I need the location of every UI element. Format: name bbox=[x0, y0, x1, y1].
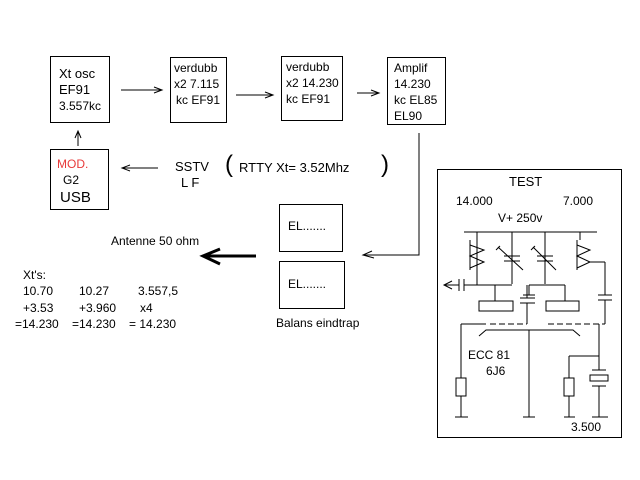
test-panel-title: TEST bbox=[509, 174, 543, 189]
test-schematic bbox=[442, 231, 612, 418]
arrow-amp-to-el bbox=[361, 133, 420, 259]
block-xtosc-line-1: Xt osc bbox=[59, 66, 96, 81]
label-rtty-open-paren: ( bbox=[225, 151, 233, 178]
crystal-cell: = 14.230 bbox=[129, 317, 177, 331]
label-rtty-close-paren: ) bbox=[381, 151, 389, 178]
test-panel-freq-right: 7.000 bbox=[563, 194, 594, 208]
crystal-cell: +3.53 bbox=[23, 301, 54, 315]
test-panel-tube-name: ECC 81 bbox=[468, 348, 511, 362]
block-doubler-2-line-1: verdubb bbox=[286, 60, 330, 74]
crystal-cell: +3.960 bbox=[79, 301, 117, 315]
block-modulator-line-2: G2 bbox=[63, 173, 80, 187]
arrow-sstv-to-mod bbox=[120, 164, 158, 172]
label-lf: L F bbox=[181, 175, 200, 190]
block-el-top-label: EL....... bbox=[288, 219, 327, 233]
crystal-cell: =14.230 bbox=[72, 317, 116, 331]
arrow-doubler2-to-amplifier bbox=[357, 89, 381, 97]
block-el-bottom: EL....... bbox=[279, 261, 345, 309]
block-doubler-2-line-2: x2 14.230 bbox=[286, 76, 339, 90]
arrow-doubler1-to-doubler2 bbox=[236, 91, 275, 99]
block-amplifier-line-4: EL90 bbox=[394, 109, 423, 123]
block-xtosc-line-2: EF91 bbox=[59, 82, 91, 97]
crystal-cell: 10.70 bbox=[23, 284, 54, 298]
crystal-cell: =14.230 bbox=[15, 317, 59, 331]
block-el-bottom-label: EL....... bbox=[288, 277, 327, 291]
block-doubler-1-line-2: x2 7.115 bbox=[174, 77, 220, 91]
label-sstv: SSTV bbox=[175, 159, 209, 174]
arrow-antenna bbox=[199, 247, 256, 266]
crystals-title: Xt's: bbox=[23, 268, 46, 282]
test-panel-tube-alt: 6J6 bbox=[486, 364, 506, 378]
block-amplifier: Amplif 14.230 kc EL85 EL90 bbox=[387, 57, 446, 125]
crystal-cell: 10.27 bbox=[79, 284, 110, 298]
label-antenna: Antenne 50 ohm bbox=[111, 234, 200, 248]
block-el-top: EL....... bbox=[279, 204, 343, 252]
crystal-cell: x4 bbox=[140, 301, 153, 315]
test-panel-crystal-freq: 3.500 bbox=[571, 420, 602, 434]
block-modulator-line-1: MOD. bbox=[57, 157, 89, 171]
label-balans-eindtrap: Balans eindtrap bbox=[276, 316, 360, 330]
label-rtty: RTTY Xt= 3.52Mhz bbox=[239, 160, 350, 175]
test-panel-freq-left: 14.000 bbox=[456, 194, 493, 208]
block-doubler-1-line-3: kc EF91 bbox=[176, 93, 221, 107]
block-doubler-2-line-3: kc EF91 bbox=[286, 92, 331, 106]
block-xtosc-line-3: 3.557kc bbox=[59, 99, 102, 113]
block-doubler-2: verdubb x2 14.230 kc EF91 bbox=[281, 56, 343, 121]
block-amplifier-line-2: 14.230 bbox=[394, 77, 431, 91]
block-amplifier-line-3: kc EL85 bbox=[394, 93, 438, 107]
crystal-cell: 3.557,5 bbox=[138, 284, 179, 298]
block-doubler-1-line-1: verdubb bbox=[174, 61, 218, 75]
arrow-xtosc-to-doubler1 bbox=[121, 86, 164, 94]
block-doubler-1: verdubb x2 7.115 kc EF91 bbox=[170, 57, 227, 123]
block-modulator: MOD. G2 USB bbox=[50, 149, 109, 210]
arrow-mod-to-xtosc bbox=[74, 129, 82, 146]
test-panel-supply: V+ 250v bbox=[498, 211, 543, 225]
test-panel: TEST 14.000 7.000 V+ 250v ECC 81 6J6 3.5… bbox=[437, 169, 622, 438]
block-amplifier-line-1: Amplif bbox=[394, 61, 428, 75]
block-xtosc: Xt osc EF91 3.557kc bbox=[50, 56, 110, 123]
block-modulator-line-3: USB bbox=[60, 189, 91, 206]
